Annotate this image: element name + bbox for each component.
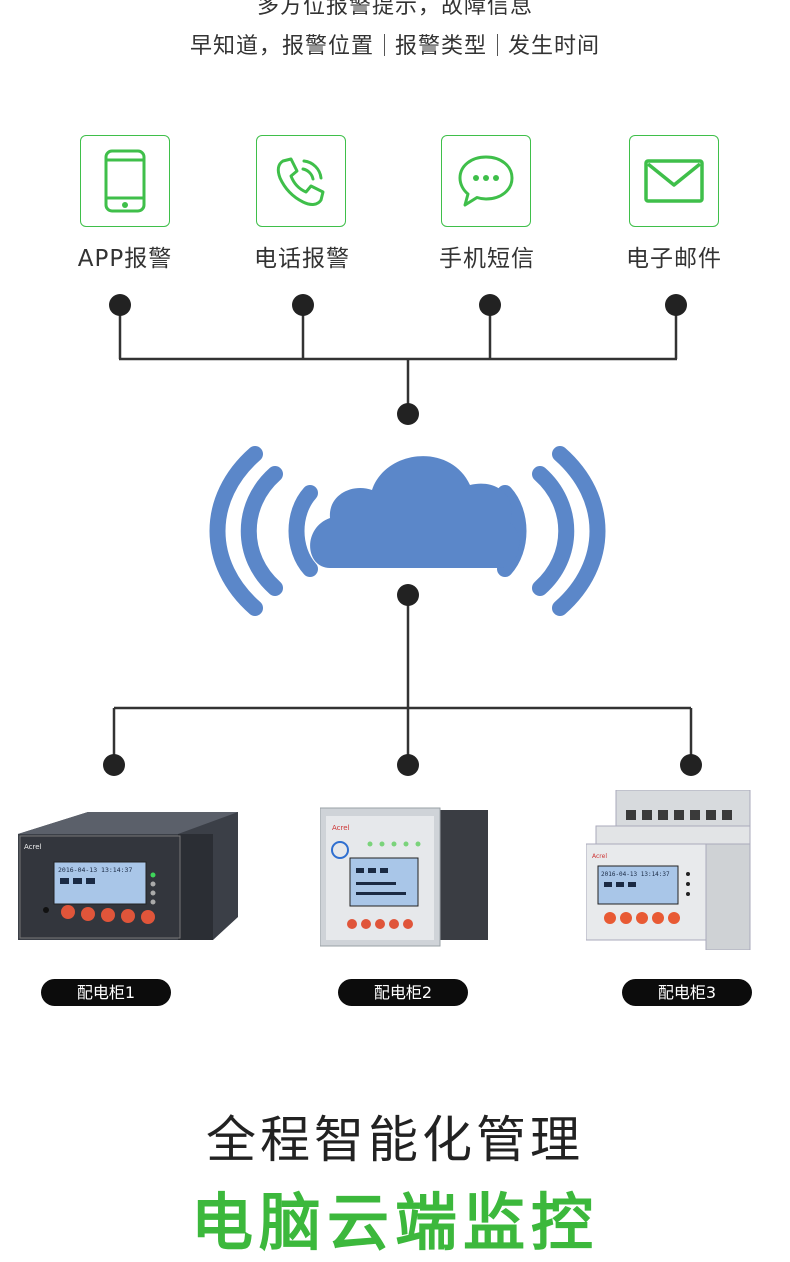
header-part-type: 报警类型 bbox=[394, 34, 487, 59]
header-line-1: 多方位报警提示，故障信息 bbox=[256, 0, 533, 19]
mail-icon bbox=[644, 159, 704, 203]
label-phone-alert: 电话报警 bbox=[254, 246, 350, 272]
label-sms-alert: 手机短信 bbox=[439, 246, 535, 272]
node-dot bbox=[665, 294, 687, 316]
chat-bubble-icon bbox=[458, 155, 514, 207]
device-label-2: 配电柜2 bbox=[338, 979, 468, 1006]
chat-bubble-icon-box bbox=[441, 135, 531, 227]
footer-subtitle: 电脑云端监控 bbox=[190, 1186, 599, 1259]
cloud-icon bbox=[310, 456, 520, 568]
power-cabinet-device-2: Acrel bbox=[320, 807, 488, 947]
signal-waves-icon bbox=[209, 446, 606, 616]
header-part-location: 早知道，报警位置 bbox=[189, 34, 374, 59]
footer-title: 全程智能化管理 bbox=[206, 1111, 584, 1169]
node-dot bbox=[680, 754, 702, 776]
label-email-alert: 电子邮件 bbox=[626, 246, 722, 272]
device-brand: Acrel bbox=[592, 853, 607, 860]
node-dot bbox=[479, 294, 501, 316]
mail-icon-box bbox=[629, 135, 719, 227]
power-cabinet-device-1: Acrel 2016-04-13 13:14:37 bbox=[18, 812, 238, 940]
device-screen-text: 2016-04-13 13:14:37 bbox=[601, 871, 670, 878]
node-dot bbox=[397, 403, 419, 425]
node-dot bbox=[109, 294, 131, 316]
node-dot bbox=[397, 754, 419, 776]
power-cabinet-device-3: Acrel 2016-04-13 13:14:37 bbox=[586, 790, 751, 950]
node-dot bbox=[103, 754, 125, 776]
device-label-3: 配电柜3 bbox=[622, 979, 752, 1006]
device-screen-text: 2016-04-13 13:14:37 bbox=[58, 866, 132, 874]
label-app-alert: APP报警 bbox=[77, 246, 173, 272]
header-part-time: 发生时间 bbox=[508, 34, 601, 59]
header-line-2: 早知道，报警位置报警类型发生时间 bbox=[0, 28, 790, 60]
divider bbox=[383, 34, 385, 56]
device-label-1: 配电柜1 bbox=[41, 979, 171, 1006]
node-dot bbox=[292, 294, 314, 316]
network-diagram bbox=[103, 294, 702, 776]
phone-call-icon bbox=[276, 157, 325, 206]
smartphone-icon-box bbox=[80, 135, 170, 227]
smartphone-icon bbox=[104, 149, 146, 213]
phone-call-icon-box bbox=[256, 135, 346, 227]
device-brand: Acrel bbox=[24, 843, 42, 851]
divider bbox=[497, 34, 498, 56]
device-brand: Acrel bbox=[332, 824, 350, 832]
node-dot bbox=[397, 584, 419, 606]
